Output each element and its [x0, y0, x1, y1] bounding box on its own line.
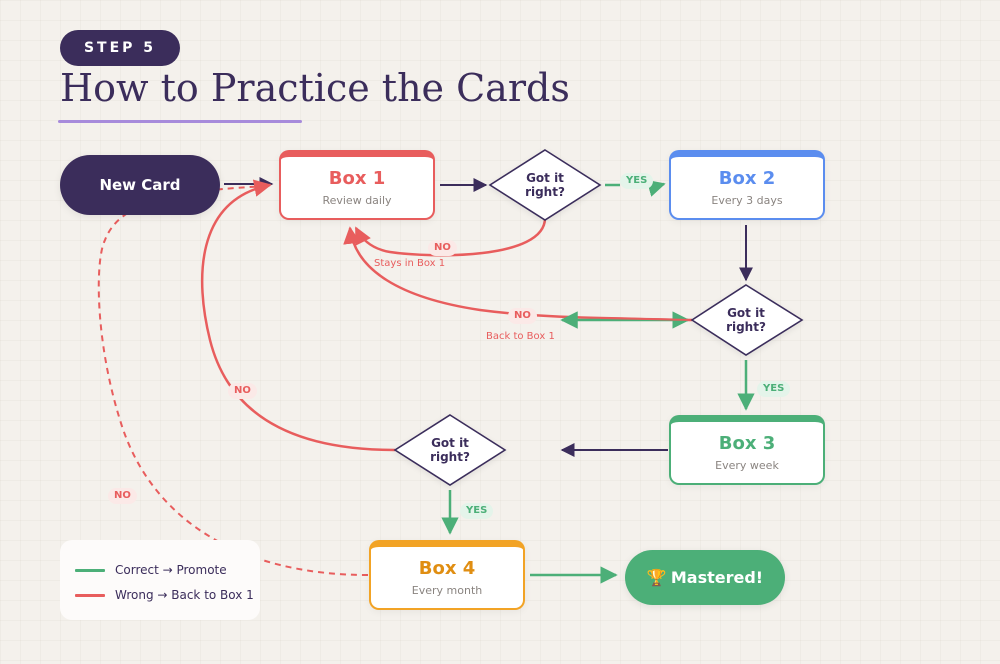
- mastered-node: 🏆 Mastered!: [625, 550, 785, 605]
- yes-tag-decision3: YES: [460, 503, 494, 519]
- decision-1-line2: right?: [525, 185, 565, 199]
- decision-2-label: Got it right?: [706, 306, 786, 334]
- edge-red-overlay: [599, 317, 693, 321]
- legend-item-correct: Correct → Promote: [75, 563, 227, 577]
- box-1-subtitle: Review daily: [322, 194, 392, 207]
- trophy-icon: 🏆: [646, 568, 667, 587]
- box-2-node: Box 2 Every 3 days: [669, 150, 825, 220]
- box-3-node: Box 3 Every week: [669, 415, 825, 485]
- edge-box4-no-box1: [97, 185, 369, 576]
- box-1-node: Box 1 Review daily: [279, 150, 435, 220]
- yes-tag-decision2: YES: [757, 381, 791, 397]
- box-4-title: Box 4: [418, 558, 476, 579]
- box-2-subtitle: Every 3 days: [711, 194, 783, 207]
- legend-swatch-green: [75, 568, 105, 572]
- mastered-label: Mastered!: [670, 568, 764, 587]
- decision-1-line1: Got it: [526, 171, 564, 185]
- box-1-title: Box 1: [328, 168, 386, 189]
- legend-item-wrong: Wrong → Back to Box 1: [75, 588, 254, 602]
- step-badge: STEP 5: [60, 30, 180, 66]
- title-underline: [58, 120, 302, 123]
- decision-3-line2: right?: [430, 450, 470, 464]
- edge-decision2-no-box1: [343, 226, 693, 322]
- decision-3-label: Got it right?: [410, 436, 490, 464]
- box-4-node: Box 4 Every month: [369, 540, 525, 610]
- legend: Correct → Promote Wrong → Back to Box 1: [60, 540, 260, 620]
- legend-label-wrong: Wrong → Back to Box 1: [115, 588, 254, 602]
- decision-diamond-3: [393, 414, 507, 486]
- legend-swatch-red: [75, 593, 105, 597]
- no-tag-box4: NO: [108, 488, 137, 504]
- box-3-subtitle: Every week: [715, 459, 779, 472]
- yes-tag-decision1: YES: [620, 173, 654, 189]
- edge-decision1-no-box1: [354, 217, 547, 257]
- box-4-subtitle: Every month: [411, 584, 483, 597]
- box-3-title: Box 3: [718, 433, 776, 454]
- decision-diamond-1: [488, 149, 602, 221]
- decision-2-line1: Got it: [727, 306, 765, 320]
- new-card-label: New Card: [99, 176, 181, 194]
- no-tag-decision3: NO: [228, 383, 257, 399]
- no-tag-decision2: NO: [508, 308, 537, 324]
- stays-in-box1-note: Stays in Box 1: [374, 258, 446, 269]
- new-card-node: New Card: [60, 155, 220, 215]
- no-tag-decision1: NO: [428, 240, 457, 256]
- edge-decision1-yes-box2: [605, 184, 664, 188]
- legend-label-correct: Correct → Promote: [115, 563, 227, 577]
- page-title: How to Practice the Cards: [60, 66, 570, 110]
- box-2-title: Box 2: [718, 168, 776, 189]
- back-to-box1-note: Back to Box 1: [486, 331, 555, 342]
- decision-2-line2: right?: [726, 320, 766, 334]
- decision-1-label: Got it right?: [505, 171, 585, 199]
- decision-3-line1: Got it: [431, 436, 469, 450]
- edge-decision3-no-box1: [200, 179, 396, 452]
- decision-diamond-2: [690, 284, 804, 356]
